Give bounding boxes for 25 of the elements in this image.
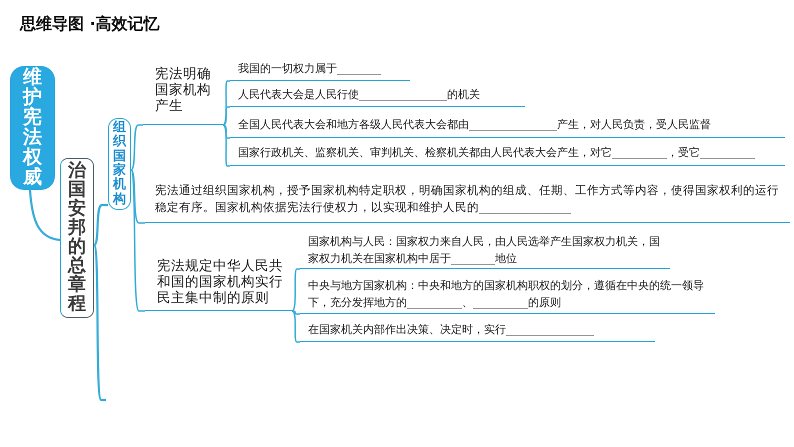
fill-in-sentence: 全国人民代表大会和地方各级人民代表大会都由________________产生，对人民负责，受人民监督 xyxy=(238,117,712,133)
connector-line xyxy=(28,190,60,242)
connector-line xyxy=(292,310,300,343)
branch-text: 宪法规定中华人民共和国的国家机构实行民主集中制的原则 xyxy=(157,258,284,307)
page-heading: 思维导图 ·高效记忆 xyxy=(20,14,160,35)
connector-line xyxy=(130,124,143,171)
fill-in-sentence: 人民代表大会是人民行使________________的机关 xyxy=(238,87,481,103)
connector-line xyxy=(292,268,300,312)
connector-line xyxy=(92,244,106,402)
connector-line xyxy=(130,169,145,224)
connector-line xyxy=(292,310,300,315)
connector-line xyxy=(222,124,230,139)
fill-in-sentence: 国家机构与人民：国家权力来自人民，由人民选举产生国家权力机关，国家权力机关在国家机构中居于________地位 xyxy=(308,234,661,267)
fill-in-sentence: 我国的一切权力属于________ xyxy=(238,61,382,77)
connector-line xyxy=(93,204,108,246)
fill-in-sentence: 在国家机关内部作出决策、决定时，实行________________ xyxy=(308,322,595,338)
connector-line xyxy=(222,106,230,126)
branch-box: 治国安邦的总章程 xyxy=(60,158,94,318)
topic-box: 维护宪法权威 xyxy=(10,66,55,190)
branch-box: 组织国家机构 xyxy=(108,118,131,210)
connector-line xyxy=(130,170,145,312)
fill-in-paragraph: 宪法通过组织国家机构，授予国家机构特定职权，明确国家机构的组成、任期、工作方式等内容，使得国家权利的运行稳定有序。国家机构依据宪法行使权力，以实现和维护人民的________________ xyxy=(155,182,780,216)
branch-text: 宪法明确国家机构产生 xyxy=(155,66,212,115)
fill-in-sentence: 中央与地方国家机构：中央和地方的国家机构职权的划分，遵循在中央的统一领导下，充分发挥地方的__________、__________的原则 xyxy=(308,278,705,311)
fill-in-sentence: 国家行政机关、监察机关、审判机关、检察机关都由人民代表大会产生，对它__________，受它__________ xyxy=(238,145,756,161)
